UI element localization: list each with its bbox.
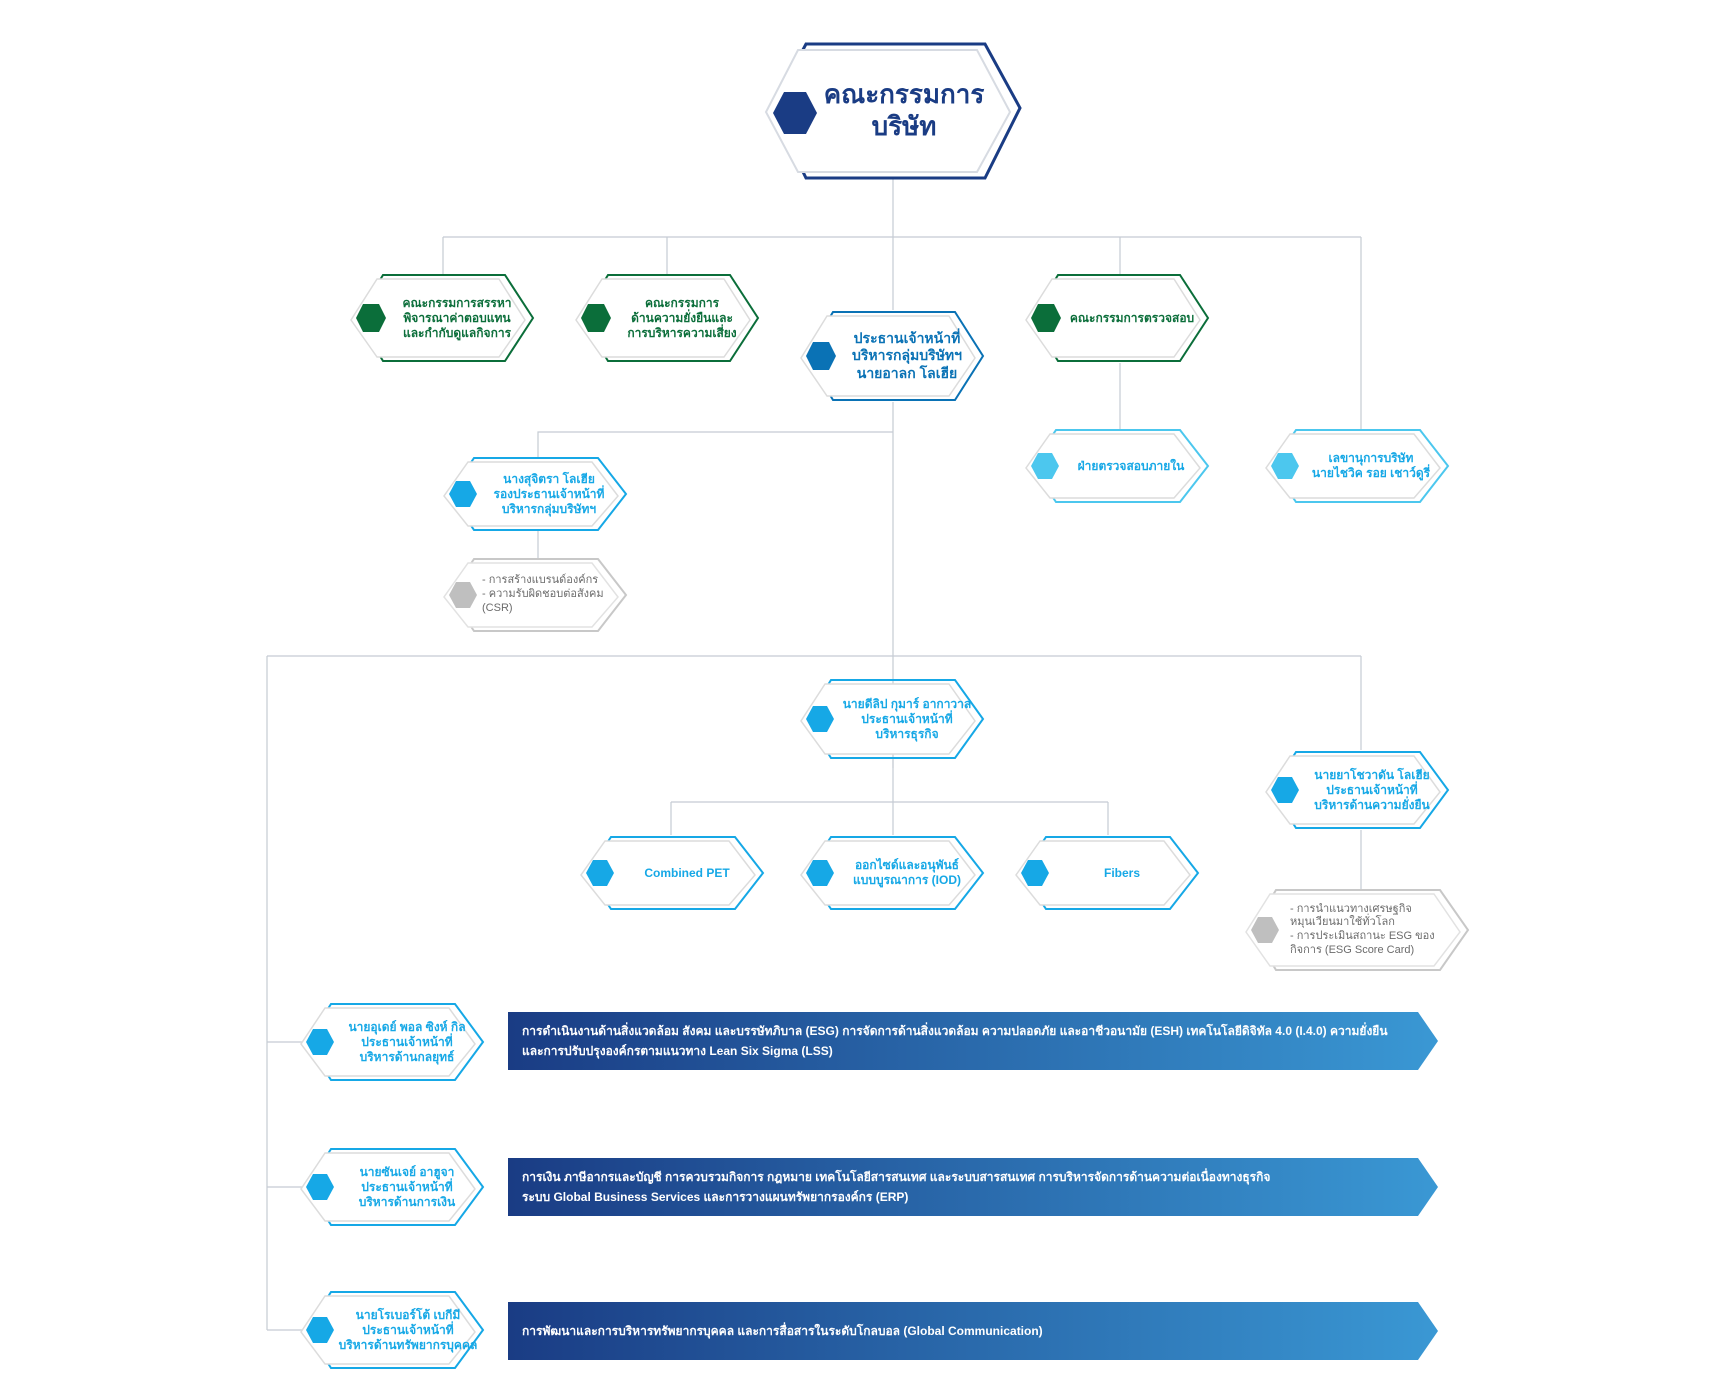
exec-hr-node: นายโรเบอร์โต้ เบกีมี ประธานเจ้าหน้าที่ บ… — [300, 1290, 485, 1370]
exec-finance-node: นายซันเจย์ อาฮูจา ประธานเจ้าหน้าที่ บริห… — [300, 1147, 485, 1227]
hexagon-icon — [1031, 304, 1061, 332]
hexagon-icon — [449, 481, 477, 507]
vice-ceo-label: นางสุจิตรา โลเฮีย รองประธานเจ้าหน้าที่ บ… — [493, 471, 605, 516]
vice-ceo-duties-label: - การสร้างแบรนด์องค์กร - ความรับผิดชอบต่… — [482, 574, 604, 614]
exec-strategy-label: นายอุเดย์ พอล ซิงห์ กิล ประธานเจ้าหน้าที… — [348, 1019, 466, 1064]
ceo-label: ประธานเจ้าหน้าที่ บริหารกลุ่มบริษัทฯ นาย… — [851, 329, 963, 381]
exec-finance-label: นายซันเจย์ อาฮูจา ประธานเจ้าหน้าที่ บริห… — [358, 1164, 456, 1209]
hexagon-icon — [1251, 917, 1279, 943]
hexagon-icon — [306, 1317, 334, 1343]
hexagon-icon — [1031, 453, 1059, 479]
secretary-node: เลขานุการบริษัท นายไชวิค รอย เชาว์ดูรี่ — [1265, 428, 1450, 504]
hexagon-icon — [356, 304, 386, 332]
board-frame — [764, 42, 1022, 180]
hexagon-icon — [449, 582, 477, 608]
coo-label: นายดีลิป กุมาร์ อากาวาล ประธานเจ้าหน้าที… — [842, 696, 972, 741]
secretary-label: เลขานุการบริษัท นายไชวิค รอย เชาว์ดูรี่ — [1311, 451, 1431, 480]
committee-frame — [350, 274, 535, 362]
unit-iod-node: ออกไซด์และอนุพันธ์ แบบบูรณาการ (IOD) — [800, 835, 985, 911]
exec-strategy-node: นายอุเดย์ พอล ซิงห์ กิล ประธานเจ้าหน้าที… — [300, 1002, 485, 1082]
unit-iod-label: ออกไซด์และอนุพันธ์ แบบบูรณาการ (IOD) — [852, 858, 961, 887]
board-node: คณะกรรมการ บริษัท — [764, 42, 1022, 180]
committee-audit-label: คณะกรรมการตรวจสอบ — [1069, 310, 1195, 325]
hexagon-icon — [806, 706, 834, 732]
committee-sustainability-node: คณะกรรมการ ด้านความยั่งยืนและ การบริหารค… — [575, 273, 760, 363]
exec-strategy-duties-banner — [508, 1012, 1438, 1070]
hexagon-icon — [806, 860, 834, 886]
internal-audit-node: ฝ่ายตรวจสอบภายใน — [1025, 428, 1210, 504]
unit-fibers-label: Fibers — [1103, 865, 1140, 880]
unit-combined-pet-label: Combined PET — [644, 865, 730, 880]
cso-duties-label: - การนำแนวทางเศรษฐกิจ หมุนเวียนมาใช้ทั่ว… — [1290, 902, 1435, 956]
board-title: คณะกรรมการ บริษัท — [823, 78, 985, 142]
committee-nomination-node: คณะกรรมการสรรหา พิจารณาค่าตอบแทน และกำกั… — [350, 273, 535, 363]
hexagon-icon — [1021, 860, 1049, 886]
unit-frame — [300, 1291, 485, 1369]
hexagon-icon — [306, 1174, 334, 1200]
exec-finance-duties-banner — [508, 1158, 1438, 1216]
exec-finance-duties-text: การเงิน ภาษีอากรและบัญชี การควบรวมกิจการ… — [522, 1170, 1271, 1204]
exec-hr-duties-text: การพัฒนาและการบริหารทรัพยากรบุคคล และการ… — [522, 1324, 1043, 1338]
exec-hr-label: นายโรเบอร์โต้ เบกีมี ประธานเจ้าหน้าที่ บ… — [338, 1307, 478, 1352]
hexagon-icon — [1271, 777, 1299, 803]
vice-ceo-node: นางสุจิตรา โลเฮีย รองประธานเจ้าหน้าที่ บ… — [443, 456, 628, 532]
cso-node: นายยาโชวาดัน โลเฮีย ประธานเจ้าหน้าที่ บร… — [1265, 750, 1450, 830]
unit-frame — [300, 1003, 485, 1081]
unit-frame — [1015, 836, 1200, 910]
committee-sustainability-label: คณะกรรมการ ด้านความยั่งยืนและ การบริหารค… — [627, 295, 737, 340]
unit-fibers-node: Fibers — [1015, 835, 1200, 911]
hexagon-icon — [773, 92, 817, 134]
hexagon-icon — [806, 342, 836, 370]
coo-node: นายดีลิป กุมาร์ อากาวาล ประธานเจ้าหน้าที… — [800, 678, 985, 760]
hexagon-icon — [306, 1029, 334, 1055]
hexagon-icon — [581, 304, 611, 332]
cso-duties-node: - การนำแนวทางเศรษฐกิจ หมุนเวียนมาใช้ทั่ว… — [1245, 888, 1470, 972]
cso-label: นายยาโชวาดัน โลเฮีย ประธานเจ้าหน้าที่ บร… — [1314, 767, 1430, 812]
internal-audit-label: ฝ่ายตรวจสอบภายใน — [1077, 458, 1185, 473]
exec-strategy-duties-text: การดำเนินงานด้านสิ่งแวดล้อม สังคม และบรร… — [522, 1024, 1388, 1058]
ceo-frame — [800, 311, 985, 401]
committee-audit-node: คณะกรรมการตรวจสอบ — [1025, 273, 1210, 363]
committee-nomination-label: คณะกรรมการสรรหา พิจารณาค่าตอบแทน และกำกั… — [402, 295, 512, 340]
vice-ceo-duties-node: - การสร้างแบรนด์องค์กร - ความรับผิดชอบต่… — [443, 557, 628, 633]
ceo-node: ประธานเจ้าหน้าที่ บริหารกลุ่มบริษัทฯ นาย… — [800, 310, 985, 402]
hexagon-icon — [586, 860, 614, 886]
unit-combined-pet-node: Combined PET — [580, 835, 765, 911]
hexagon-icon — [1271, 453, 1299, 479]
exec-hr-duties-banner — [508, 1302, 1438, 1360]
